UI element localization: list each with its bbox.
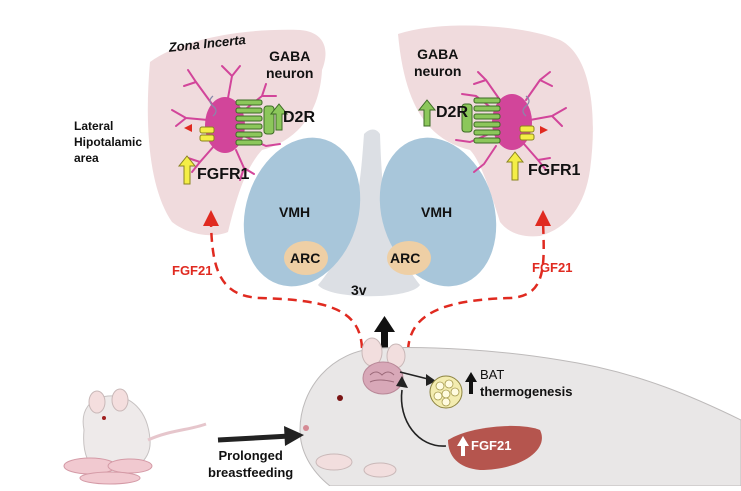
gaba-label-line2-right: neuron: [414, 63, 462, 79]
d2r-up-arrow-left: [269, 103, 289, 131]
breastfeeding-arrow: [217, 426, 304, 446]
gaba-label-line1-right: GABA: [417, 46, 459, 62]
d2r-up-arrow-right: [417, 99, 437, 127]
bat-up-arrow: [465, 372, 477, 394]
bat-label-line2: thermogenesis: [480, 384, 573, 399]
brain-up-arrow: [374, 316, 395, 358]
prolonged-breastfeeding-label: Prolonged breastfeeding: [208, 447, 293, 481]
adult-rat-illustration: [299, 337, 741, 487]
mother-rat-with-pups: [63, 388, 207, 485]
breastfeeding-line2: breastfeeding: [208, 465, 294, 480]
gaba-label-line1-left: GABA: [269, 48, 311, 64]
d2r-label-left: D2R: [283, 109, 316, 126]
fgf21-path-left: [209, 221, 364, 349]
fgf21-paths: [209, 221, 545, 351]
right-gaba-neuron: [455, 71, 567, 173]
fgfr1-up-arrow-right: [505, 151, 525, 181]
fgfr1-label-left: FGFR1: [197, 166, 250, 183]
fgf21-label-right: FGF21: [532, 260, 573, 275]
fgf21-label-left: FGF21: [172, 263, 213, 278]
vmh-left: [243, 137, 361, 287]
bat-thermogenesis-label: BAT thermogenesis: [480, 366, 572, 400]
vmh-label-right: VMH: [421, 204, 453, 220]
lateral-hypothalamic-area-label: Lateral Hipotalamic area: [74, 119, 143, 165]
gaba-neuron-label-left: GABA neuron: [266, 48, 313, 82]
gaba-label-line2-left: neuron: [266, 65, 314, 81]
liver-fgf21-label: FGF21: [471, 438, 512, 453]
bat-label-line1: BAT: [480, 367, 505, 382]
arc-right: [387, 241, 431, 275]
fgfr1-label-right: FGFR1: [528, 162, 581, 179]
arc-left: [284, 241, 328, 275]
vmh-label-left: VMH: [279, 204, 311, 220]
fgf21-path-right: [406, 221, 545, 351]
breastfeeding-line1: Prolonged: [218, 448, 283, 463]
fgfr1-up-arrow-left: [177, 155, 197, 185]
bat-tissue: [429, 375, 463, 409]
liver-up-arrow: [457, 436, 469, 456]
arc-label-right: ARC: [390, 250, 421, 266]
gaba-neuron-label-right: GABA neuron: [414, 46, 461, 80]
fgf21-arrowhead-left: [203, 210, 219, 226]
third-ventricle-label: 3v: [351, 282, 367, 298]
arc-label-left: ARC: [290, 250, 321, 266]
fgf21-arrowhead-right: [535, 210, 551, 226]
left-gaba-neuron: [171, 65, 281, 181]
d2r-label-right: D2R: [436, 104, 469, 121]
